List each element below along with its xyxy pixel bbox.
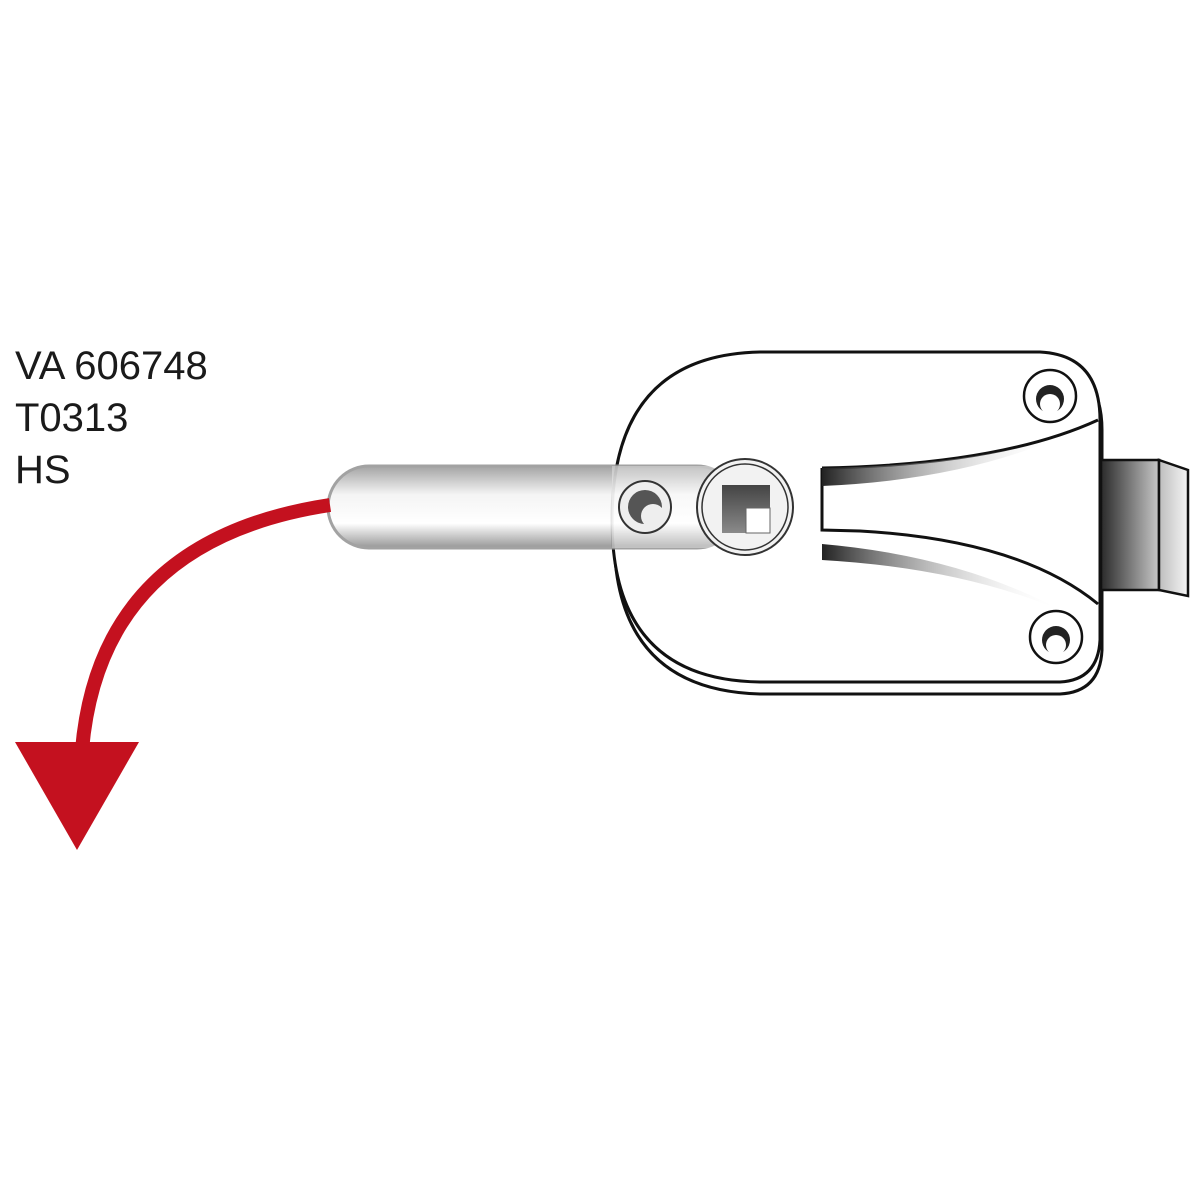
variant-code: HS — [15, 448, 71, 492]
part-number: VA 606748 — [15, 344, 208, 388]
slot — [820, 418, 1099, 610]
product-code: T0313 — [15, 396, 129, 440]
screw-hole-bottom — [1028, 609, 1084, 665]
handle — [326, 464, 740, 550]
latch-bolt — [1099, 458, 1190, 598]
square-spindle — [696, 458, 794, 556]
screw-hole-top — [1022, 368, 1078, 424]
lock-body — [610, 350, 1104, 696]
pivot-hole — [618, 480, 672, 534]
turn-direction-arrow-icon — [15, 498, 332, 850]
product-labels: VA 606748 T0313 HS — [15, 340, 208, 496]
